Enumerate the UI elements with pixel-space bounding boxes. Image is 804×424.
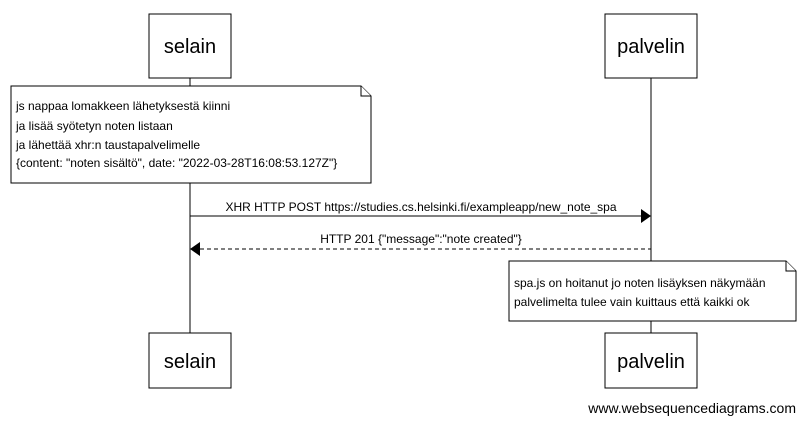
note-server-line-1: spa.js on hoitanut jo noten lisäyksen nä…: [514, 276, 766, 290]
note-browser-line-2: ja lisää syötetyn noten listaan: [15, 119, 173, 133]
note-browser: js nappaa lomakkeen lähetyksestä kiinni …: [10, 85, 372, 184]
note-server: spa.js on hoitanut jo noten lisäyksen nä…: [508, 260, 797, 322]
arrowhead-right-icon: [641, 209, 651, 223]
message-response-label: HTTP 201 {"message":"note created"}: [320, 232, 522, 246]
actor-browser-top-label: selain: [164, 36, 216, 58]
message-post: XHR HTTP POST https://studies.cs.helsink…: [190, 200, 651, 223]
note-server-line-2: palvelimelta tulee vain kuittaus että ka…: [514, 295, 750, 309]
footer-watermark: www.websequencediagrams.com: [588, 400, 796, 416]
message-post-label: XHR HTTP POST https://studies.cs.helsink…: [225, 200, 616, 214]
note-browser-line-3: ja lähettää xhr:n taustapalvelimelle: [15, 138, 200, 152]
note-browser-line-4: {content: "noten sisältö", date: "2022-0…: [16, 156, 337, 170]
actor-browser-top: selain: [148, 13, 232, 79]
actor-browser-bottom-label: selain: [164, 351, 216, 373]
actor-server-bottom: palvelin: [604, 332, 698, 389]
actor-server-top: palvelin: [604, 13, 698, 79]
actor-server-bottom-label: palvelin: [617, 351, 685, 373]
actor-browser-bottom: selain: [148, 332, 232, 389]
message-response: HTTP 201 {"message":"note created"}: [190, 232, 651, 256]
actor-server-top-label: palvelin: [617, 36, 685, 58]
note-browser-line-1: js nappaa lomakkeen lähetyksestä kiinni: [15, 99, 230, 113]
arrowhead-left-icon: [190, 242, 200, 256]
